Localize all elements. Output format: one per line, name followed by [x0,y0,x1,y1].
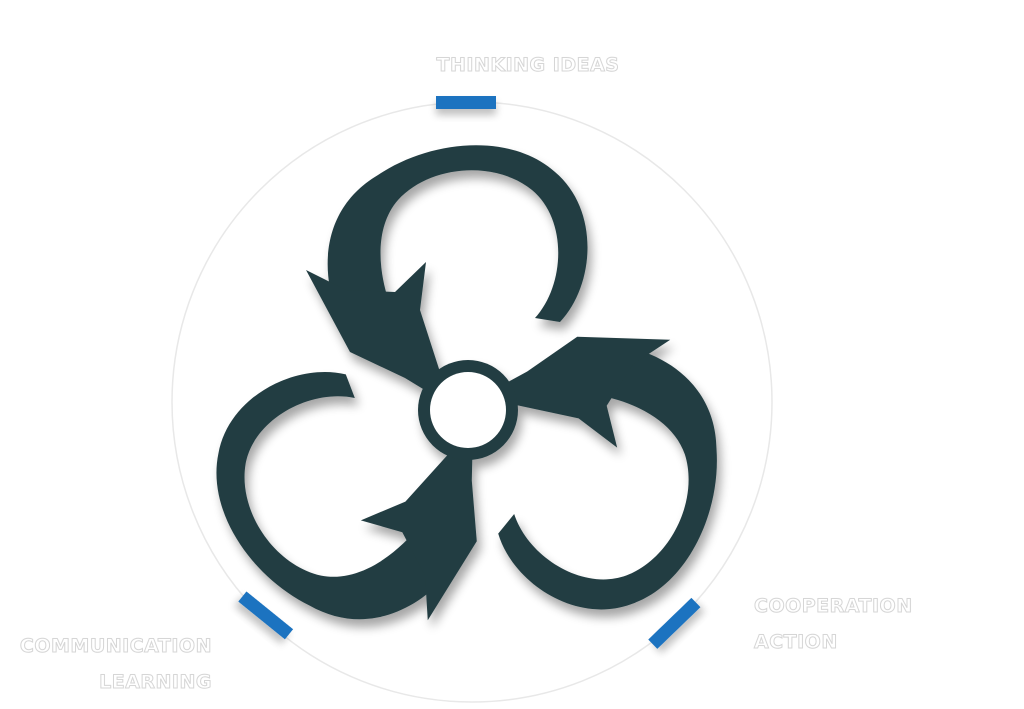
label-right-line2: ACTION [754,631,838,654]
label-top-line1: THINKING IDEAS [436,54,620,77]
label-thinking-ideas: THINKING IDEAS [400,47,656,83]
marker-right [648,597,701,649]
label-left-line2: LEARNING [99,671,212,694]
marker-top [436,96,496,109]
label-communication-learning: COMMUNICATION LEARNING [0,628,212,700]
label-cooperation-action: COOPERATION ACTION [754,588,1004,660]
label-right-line1: COOPERATION [754,595,913,618]
three-arrow-cycle-icon [178,145,779,683]
label-left-line1: COMMUNICATION [19,635,212,658]
marker-left [238,591,294,640]
